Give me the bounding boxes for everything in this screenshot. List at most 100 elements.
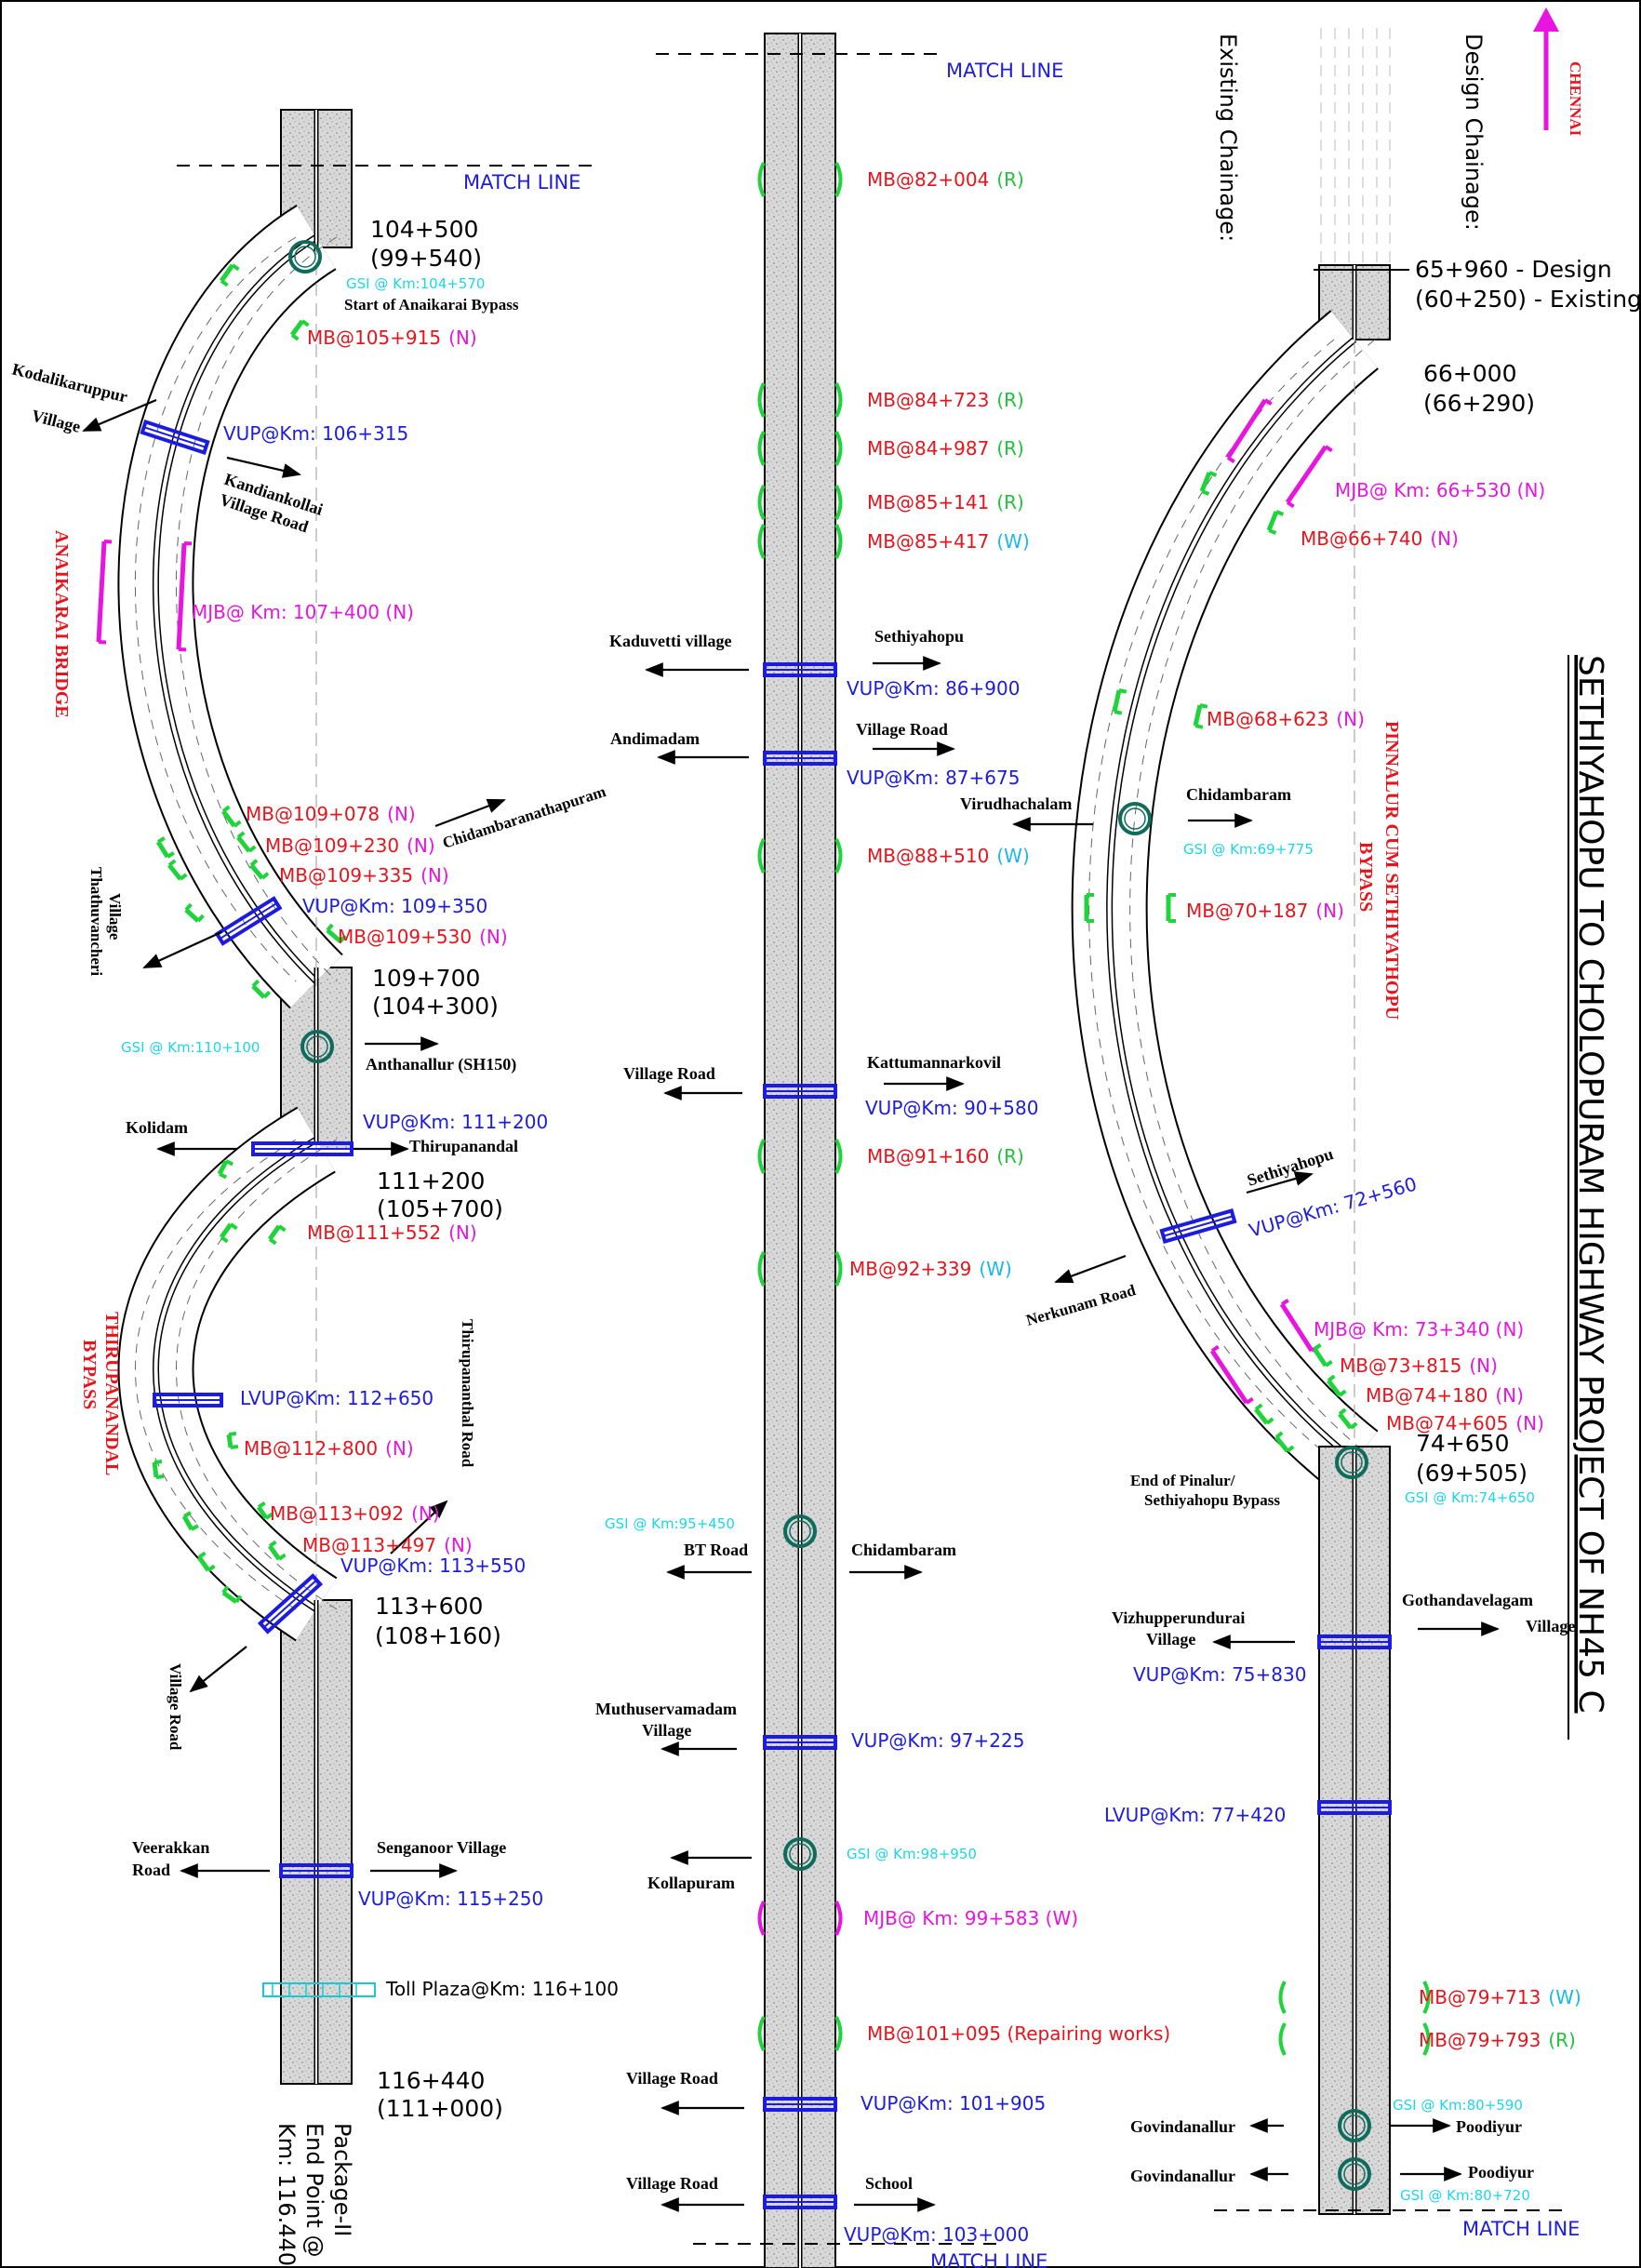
place-veerakkan-road: Road [132,1861,170,1879]
place-poodiyur-1: Poodiyur [1456,2117,1522,2136]
mb-74-180b [1254,1403,1274,1425]
mb-68-623a [1112,688,1127,715]
mb-79-793 [1278,2022,1431,2056]
mb-label-113-497: MB@113+497(N) [302,1534,473,1556]
arrow-nerkunam-road [1054,1254,1127,1284]
place-sethiyahopu-mid: Sethiyahopu [874,627,964,646]
vup-label-115-250: VUP@Km: 115+250 [358,1888,543,1910]
mjb-66-530a [1225,398,1273,464]
mb-bracket-109-530b [326,923,347,943]
mb-label-70-187: MB@70+187(N) [1186,900,1344,922]
vup-115-250 [279,1863,354,1878]
vup-mid-17 [763,2195,837,2209]
vup-label-87-675: VUP@Km: 87+675 [847,767,1020,789]
place-poodiyur-2: Poodiyur [1468,2163,1534,2181]
arrow-thathuvancheri [142,930,222,969]
mb-bracket-111-552c [267,1224,287,1246]
mb-label-79-713: MB@79+713(W) [1419,1986,1581,2008]
gsi-label-110-100: GSI @ Km:110+100 [121,1039,260,1056]
place-mid-village-road-4: Village Road [626,2174,718,2193]
chainage-existing-left-3: (108+160) [375,1622,501,1649]
mb-bracket-mid-4 [757,524,843,559]
place-kodalikaruppur: Kodalikaruppur [10,359,129,406]
mb-label-mid-9: MB@91+160(R) [867,1145,1024,1167]
mb-66-740b [1266,510,1285,535]
mb-74-605b [1274,1431,1295,1453]
gsi-label-74-650: GSI @ Km:74+650 [1405,1489,1535,1506]
gsi-label-69-775: GSI @ Km:69+775 [1183,841,1314,858]
mb-label-74-605: MB@74+605(N) [1386,1412,1544,1434]
vup-label-77-420: LVUP@Km: 77+420 [1104,1804,1286,1826]
mjb-right-107-400 [176,541,193,652]
chainage-design-left-4: 116+440 [377,2067,485,2094]
mb-bracket-mid-7 [757,838,843,874]
vup-label-86-900: VUP@Km: 86+900 [847,677,1020,700]
mb-73-815 [1312,1342,1333,1367]
match-lines [177,53,1563,2245]
mb-label-mid-15: MB@101+095 (Repairing works) [867,2022,1170,2045]
match-line-label-left: MATCH LINE [463,171,580,193]
arrow-thirupananthal-road [390,1500,448,1554]
place-mid-village-road-3: Village Road [626,2069,718,2088]
vup-109-350 [214,896,283,946]
place-kollapuram: Kollapuram [647,1874,735,1892]
mjb-left-107-400 [96,540,113,645]
vup-label-101-905: VUP@Km: 101+905 [861,2092,1046,2115]
arrow-left-village-road [189,1646,247,1693]
match-line-label-right: MATCH LINE [1462,2218,1580,2240]
mb-bracket-109-335 [167,859,188,881]
mb-label-79-793: MB@79+793(R) [1419,2029,1576,2051]
vup-label-72-560: VUP@Km: 72+560 [1247,1172,1420,1241]
mjb-label-107-400: MJB@ Km: 107+400 (N) [192,601,414,623]
vup-label-90-580: VUP@Km: 90+580 [865,1097,1038,1119]
mb-label-74-180: MB@74+180(N) [1366,1384,1524,1407]
mb-bracket-mid-10 [757,1251,843,1287]
place-school: School [865,2174,913,2193]
vup-mid-5 [763,662,837,677]
vup-label-103-000: VUP@Km: 103+000 [844,2223,1029,2246]
mb-bracket-109-335b [249,859,270,880]
vup-mid-12 [763,1735,837,1750]
chainage-design-left-2: 111+200 [377,1167,485,1194]
mb-label-105-915: MB@105+915(N) [307,327,477,349]
gsi-layer [288,240,1371,2191]
bypass-label-thirupanandal-2: BYPASS [79,1340,100,1409]
chainage-design-left-0: 104+500 [370,216,478,243]
gsi-80-590 [1338,2109,1371,2142]
mb-label-73-815: MB@73+815(N) [1340,1354,1498,1377]
bypass-label-anaikarai: ANAIKARAI BRIDGE [51,530,72,718]
mb-bracket-109-530c [251,979,272,999]
place-thirupanandal: Thirupanandal [409,1137,518,1155]
mb-bracket-113-092b [256,1501,274,1520]
place-end-pinalur-2: Sethiyahopu Bypass [1144,1491,1280,1509]
mjb-label-mid: MJB@ Km: 99+583 (W) [863,1907,1078,1929]
mb-label-109-530: MB@109+530(N) [338,926,508,948]
vup-112-650 [153,1393,223,1407]
gsi-label-98-950: GSI @ Km:98+950 [847,1846,977,1862]
vup-label-112-650: LVUP@Km: 112+650 [240,1387,434,1409]
chainage-design-left-1: 109+700 [372,965,480,992]
mb-68-623b [1193,703,1208,729]
mb-79-713 [1278,1981,1431,2014]
place-andimadam: Andimadam [610,729,700,748]
arrow-chidambaranathapuram [434,798,506,828]
mb-bracket-105-915b [289,319,310,341]
vup-111-200 [251,1141,354,1156]
bypass-label-thirupanandal: THIRUPANANDAL [101,1312,122,1475]
mb-label-111-552: MB@111+552(N) [307,1221,477,1244]
gsi-label-80-720: GSI @ Km:80+720 [1400,2187,1530,2204]
bypass-label-pinnalur: PINNALUR CUM SETHIYATHOPU [1381,721,1402,1020]
vup-mid-6 [763,751,837,766]
mb-label-109-078: MB@109+078(N) [246,803,416,825]
gsi-95-450 [783,1514,817,1548]
design-chainage-legend: Design Chainage: [1461,33,1487,231]
chainage-existing-right-1: (66+290) [1423,390,1535,417]
vup-mid-8 [763,1084,837,1099]
mb-label-68-623: MB@68+623(N) [1207,708,1365,730]
place-chidambaranathapuram: Chidambaranathapuram [440,782,607,852]
mb-bracket-109-230 [155,836,175,859]
chainage-design-right-2: 74+650 [1416,1430,1509,1457]
place-thathuvancheri-village: Village [106,893,124,941]
place-senganoor: Senganoor Village [377,1838,506,1857]
arrow-sethiyahopu-right [1246,1171,1314,1194]
